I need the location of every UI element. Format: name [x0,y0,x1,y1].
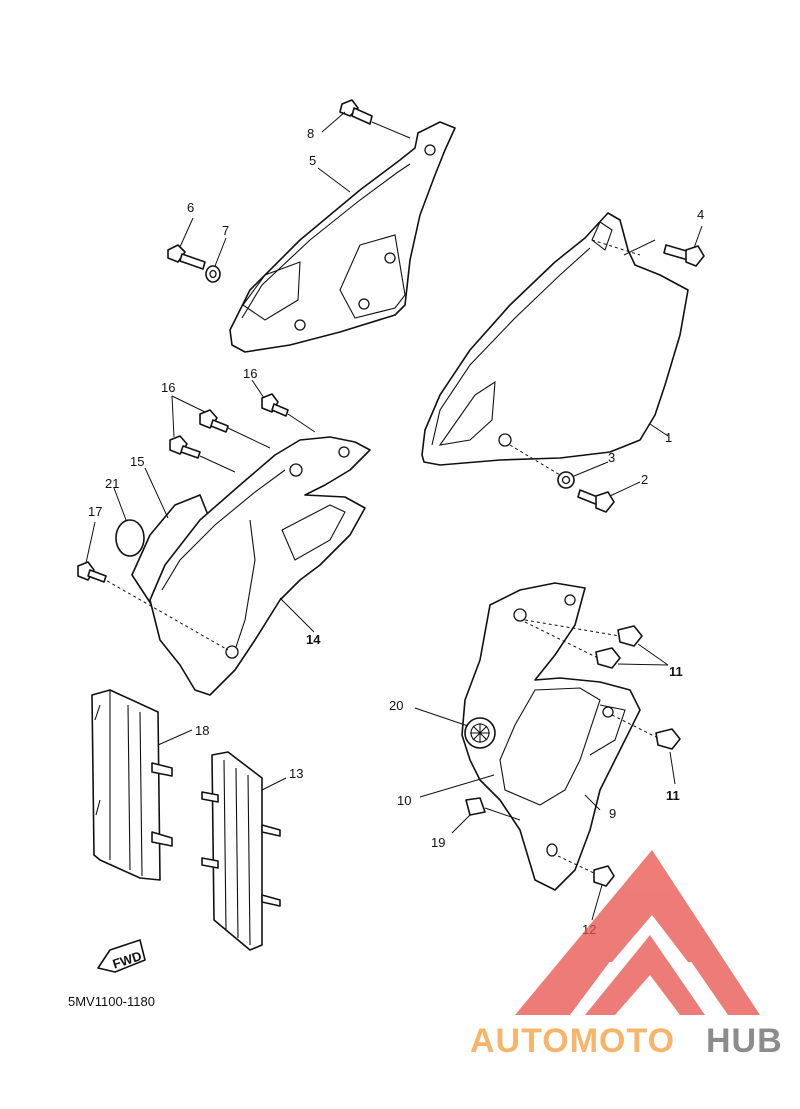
part-6-bolt [167,217,206,270]
callout-17: 17 [88,504,102,519]
callout-3: 3 [608,450,615,465]
callout-5: 5 [309,153,316,168]
part-11-bolts [524,619,681,785]
callout-11a: 11 [669,664,683,679]
part-1-side-cover [421,212,689,466]
callout-9: 9 [609,806,616,821]
part-18-radiator-guard [91,689,193,881]
part-12-bolt [557,855,615,921]
callout-2: 2 [641,472,648,487]
callout-16b: 16 [243,366,257,381]
callout-6: 6 [187,200,194,215]
watermark-part1: AUTOMOTO [470,1022,675,1060]
part-9-lower-shroud [419,582,641,891]
fwd-arrow-icon: FWD [97,939,146,973]
part-16-bolts [169,379,316,473]
part-code: 5MV1100-1180 [68,994,155,1009]
part-3-washer [509,444,609,489]
part-8-bolt [321,99,411,139]
part-14-radiator-shroud [101,436,371,696]
part-2-bolt [577,481,641,513]
watermark-part2: HUB [706,1022,783,1060]
callout-16a: 16 [161,380,175,395]
callout-4: 4 [697,207,704,222]
callout-15: 15 [130,454,144,469]
part-7-washer [205,237,227,283]
part-20-emblem [414,707,496,749]
part-4-bolt [663,225,705,267]
callout-11b: 11 [666,788,680,803]
part-21-emblem [113,487,145,557]
part-5-side-cover [229,121,456,353]
callout-13: 13 [289,766,303,781]
callout-14: 14 [306,632,321,647]
callout-20: 20 [389,698,403,713]
callout-21: 21 [105,476,119,491]
callout-19: 19 [431,835,445,850]
part-13-radiator-louver [201,751,287,951]
watermark-text: AUTOMOTO HUB [470,1022,783,1060]
part-17-bolt [77,521,107,583]
callout-1: 1 [665,430,672,445]
callout-labels: 1 2 3 4 5 6 7 8 9 10 11 11 12 13 14 15 1… [88,126,704,937]
callout-10: 10 [397,793,411,808]
watermark-logo-icon [515,850,760,1015]
callout-8: 8 [307,126,314,141]
callout-7: 7 [222,223,229,238]
callout-18: 18 [195,723,209,738]
part-19-clip [451,797,521,834]
